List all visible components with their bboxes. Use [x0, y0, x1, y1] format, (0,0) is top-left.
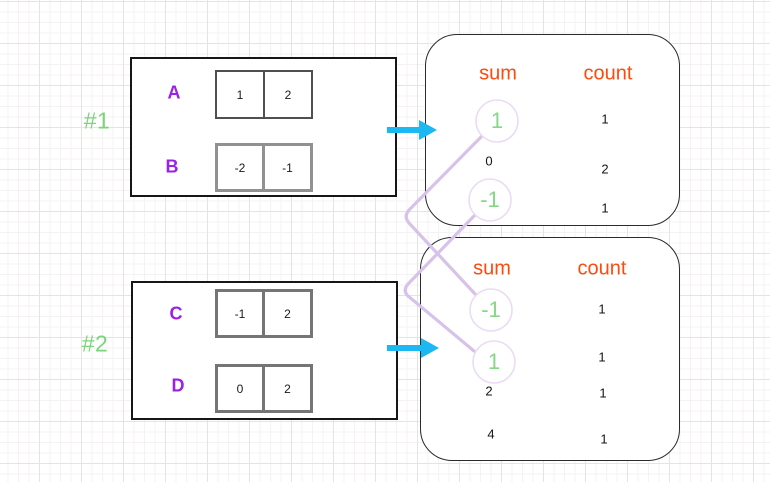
- example-1-row-1-sum: 0: [485, 153, 493, 169]
- example-2-count-header: count: [577, 257, 627, 280]
- array-d: 0 2: [215, 364, 313, 413]
- array-c-cell-1: 2: [263, 289, 313, 338]
- example-2-label: #2: [81, 330, 109, 357]
- example-1-label: #1: [83, 107, 111, 134]
- array-b-cell-1: -1: [263, 143, 313, 192]
- example-1-count-header: count: [583, 62, 633, 85]
- array-b-cell-0: -2: [215, 143, 265, 192]
- array-a-cell-0: 1: [215, 70, 265, 119]
- example-1-row-2-count: 1: [601, 200, 609, 216]
- array-a: 1 2: [215, 70, 313, 119]
- example-1-row-0-count: 1: [601, 111, 609, 127]
- example-1-row-1-count: 2: [601, 161, 609, 177]
- array-d-cell-0: 0: [215, 364, 265, 413]
- array-d-name: D: [171, 375, 185, 396]
- example-2-row-0-sum: -1: [481, 297, 501, 322]
- example-2-input-box: C -1 2 D 0 2: [131, 281, 398, 420]
- example-1-row-2-sum: -1: [480, 187, 500, 212]
- array-c: -1 2: [215, 289, 313, 338]
- array-b: -2 -1: [215, 143, 313, 192]
- example-2-row-2-sum: 2: [485, 383, 493, 399]
- example-2-row-1-sum: 1: [487, 349, 501, 374]
- array-a-name: A: [167, 82, 181, 103]
- example-1-sum-table: sum count 1 0 2 1: [425, 34, 680, 226]
- array-d-cell-1: 2: [263, 364, 313, 413]
- example-2-row-3-count: 1: [600, 431, 608, 447]
- example-2-row-1-count: 1: [598, 349, 606, 365]
- array-c-name: C: [169, 303, 183, 324]
- example-2-row-3-sum: 4: [487, 426, 495, 442]
- example-2-sum-table: sum count 1 1 2 1 4 1: [420, 237, 680, 461]
- example-1-sum-header: sum: [479, 62, 517, 85]
- array-c-cell-0: -1: [215, 289, 265, 338]
- array-b-name: B: [165, 156, 179, 177]
- example-2-row-0-count: 1: [598, 301, 606, 317]
- example-1-input-box: A 1 2 B -2 -1: [130, 57, 397, 197]
- example-2-sum-header: sum: [473, 257, 511, 280]
- example-2-row-2-count: 1: [599, 385, 607, 401]
- array-a-cell-1: 2: [263, 70, 313, 119]
- example-1-row-0-sum: 1: [490, 108, 504, 133]
